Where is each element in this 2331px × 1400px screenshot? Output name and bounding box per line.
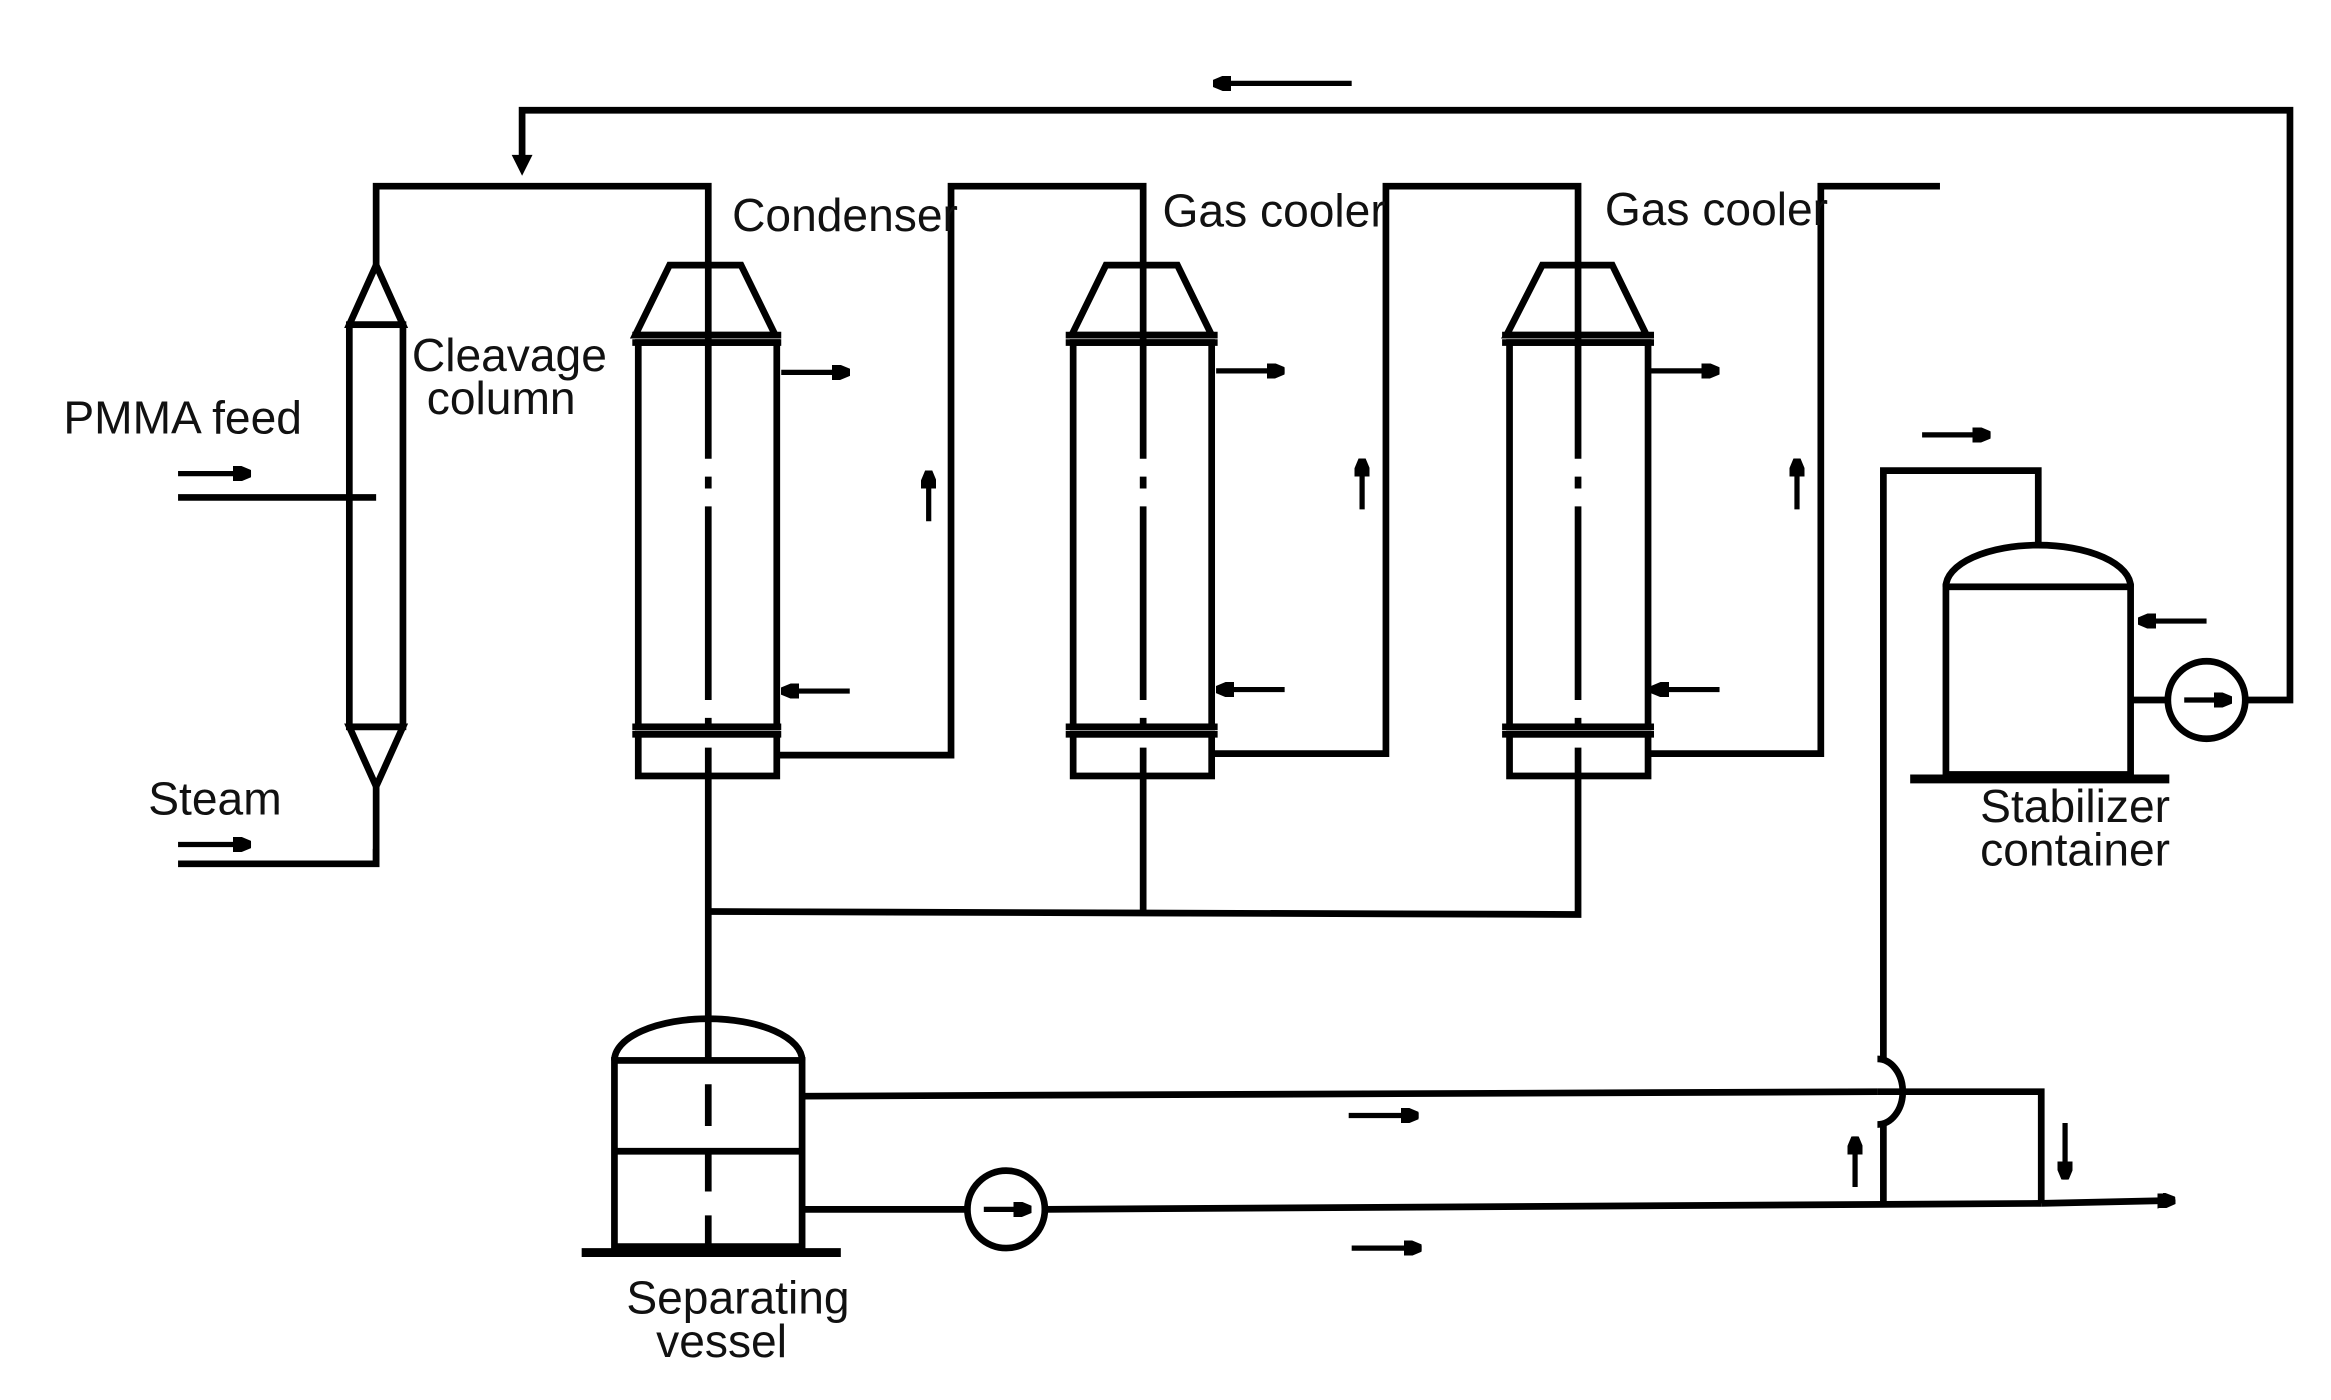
product-outlet-line xyxy=(2041,1200,2175,1203)
label-cleavage-column: Cleavage xyxy=(412,329,607,381)
pump-icon xyxy=(964,1167,1049,1252)
label-pmma-feed: PMMA feed xyxy=(63,391,302,443)
label-separating-vessel: Separating xyxy=(626,1272,849,1324)
condensate-header xyxy=(708,775,1582,918)
gas-cooler-1 xyxy=(1065,261,1218,780)
label-separating-vessel: vessel xyxy=(656,1315,787,1367)
separating-vessel xyxy=(581,1015,841,1258)
separator-lower-outlet xyxy=(1044,1200,2042,1213)
recycle-line xyxy=(518,106,2294,704)
recycle-arrowhead-icon xyxy=(511,154,533,176)
stabilizer-container xyxy=(1910,541,2170,784)
label-stabilizer-container: Stabilizer xyxy=(1980,780,2170,832)
label-cleavage-column: column xyxy=(427,372,576,424)
label-gas-cooler-1: Gas cooler xyxy=(1163,184,1386,236)
cooler2-offgas-line xyxy=(1648,182,1940,757)
label-gas-cooler-2: Gas cooler xyxy=(1605,183,1828,235)
condenser-to-cooler-line xyxy=(776,182,1147,759)
stabilizer-feed-line xyxy=(1880,467,2042,1059)
separator-upper-outlet xyxy=(802,1088,1878,1100)
cleavage-column xyxy=(344,256,409,864)
gas-cooler-2 xyxy=(1501,261,1655,780)
cooler1-to-cooler2-line xyxy=(1211,182,1582,757)
label-condenser: Condenser xyxy=(732,189,958,241)
separator-upper-outlet xyxy=(1877,1088,2045,1204)
steam-line xyxy=(178,848,380,868)
condenser xyxy=(629,261,782,780)
column-overhead-line xyxy=(372,182,712,266)
pump-icon xyxy=(2164,657,2249,743)
label-steam: Steam xyxy=(148,773,281,825)
label-stabilizer-container: container xyxy=(1980,823,2170,875)
